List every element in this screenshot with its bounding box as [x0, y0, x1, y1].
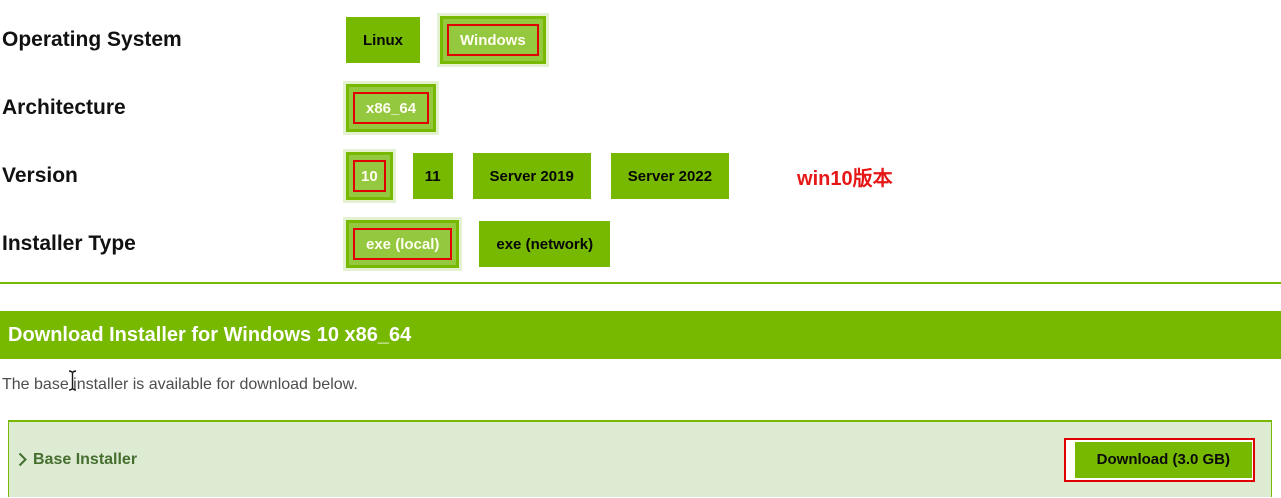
results-header-title: Download Installer for Windows 10 x86_64: [8, 323, 412, 346]
version-options: 10 11 Server 2019 Server 2022 win10版本: [343, 149, 893, 203]
base-installer-description: The base installer is available for down…: [2, 376, 358, 393]
installer-type-options: exe (local) exe (network): [342, 217, 611, 271]
installer-type-label: Installer Type: [2, 232, 136, 255]
version-11-label: 11: [424, 167, 441, 185]
version-server-2019-button[interactable]: Server 2019: [472, 153, 591, 199]
chevron-right-icon: [17, 452, 28, 467]
download-button[interactable]: Download (3.0 GB): [1074, 441, 1252, 478]
row-version: Version 10 11 Server 2019 Server 2022 wi…: [0, 142, 1281, 210]
annotation-box-download: Download (3.0 GB): [1063, 437, 1255, 482]
row-architecture: Architecture x86_64: [0, 74, 1281, 142]
download-button-label: Download (3.0 GB): [1096, 451, 1230, 468]
os-windows-label: Windows: [460, 31, 526, 49]
arch-x86-64-label: x86_64: [366, 99, 417, 117]
operating-system-label: Operating System: [2, 28, 182, 51]
operating-system-options: Linux Windows: [346, 13, 549, 67]
row-operating-system: Operating System Linux Windows: [0, 6, 1281, 74]
os-linux-label: Linux: [363, 31, 403, 49]
installer-exe-local-label: exe (local): [366, 235, 440, 253]
version-10-label: 10: [361, 167, 378, 185]
version-label: Version: [2, 164, 78, 187]
installer-exe-local-button[interactable]: exe (local): [342, 217, 463, 271]
version-server-2019-label: Server 2019: [489, 167, 574, 185]
text-cursor-icon: [66, 369, 79, 397]
win10-version-annotation: win10版本: [797, 167, 893, 190]
base-installer-panel: Base Installer Download (3.0 GB): [8, 420, 1272, 497]
download-selector: Operating System Linux Windows Architect…: [0, 6, 1281, 278]
architecture-options: x86_64: [342, 81, 440, 135]
installer-exe-network-button[interactable]: exe (network): [479, 221, 611, 267]
os-windows-button[interactable]: Windows: [437, 13, 549, 67]
installer-exe-network-label: exe (network): [496, 235, 594, 253]
section-divider: [0, 282, 1281, 284]
version-server-2022-button[interactable]: Server 2022: [610, 153, 730, 199]
version-10-button[interactable]: 10: [343, 149, 396, 203]
version-11-button[interactable]: 11: [412, 153, 453, 199]
results-header-bar: Download Installer for Windows 10 x86_64: [0, 311, 1281, 359]
base-installer-accordion-toggle[interactable]: Base Installer: [17, 451, 137, 469]
os-linux-button[interactable]: Linux: [346, 17, 420, 63]
base-installer-label: Base Installer: [33, 450, 138, 468]
architecture-label: Architecture: [2, 96, 126, 119]
row-installer-type: Installer Type exe (local) exe (network): [0, 210, 1281, 278]
version-server-2022-label: Server 2022: [627, 167, 713, 185]
arch-x86-64-button[interactable]: x86_64: [342, 81, 440, 135]
